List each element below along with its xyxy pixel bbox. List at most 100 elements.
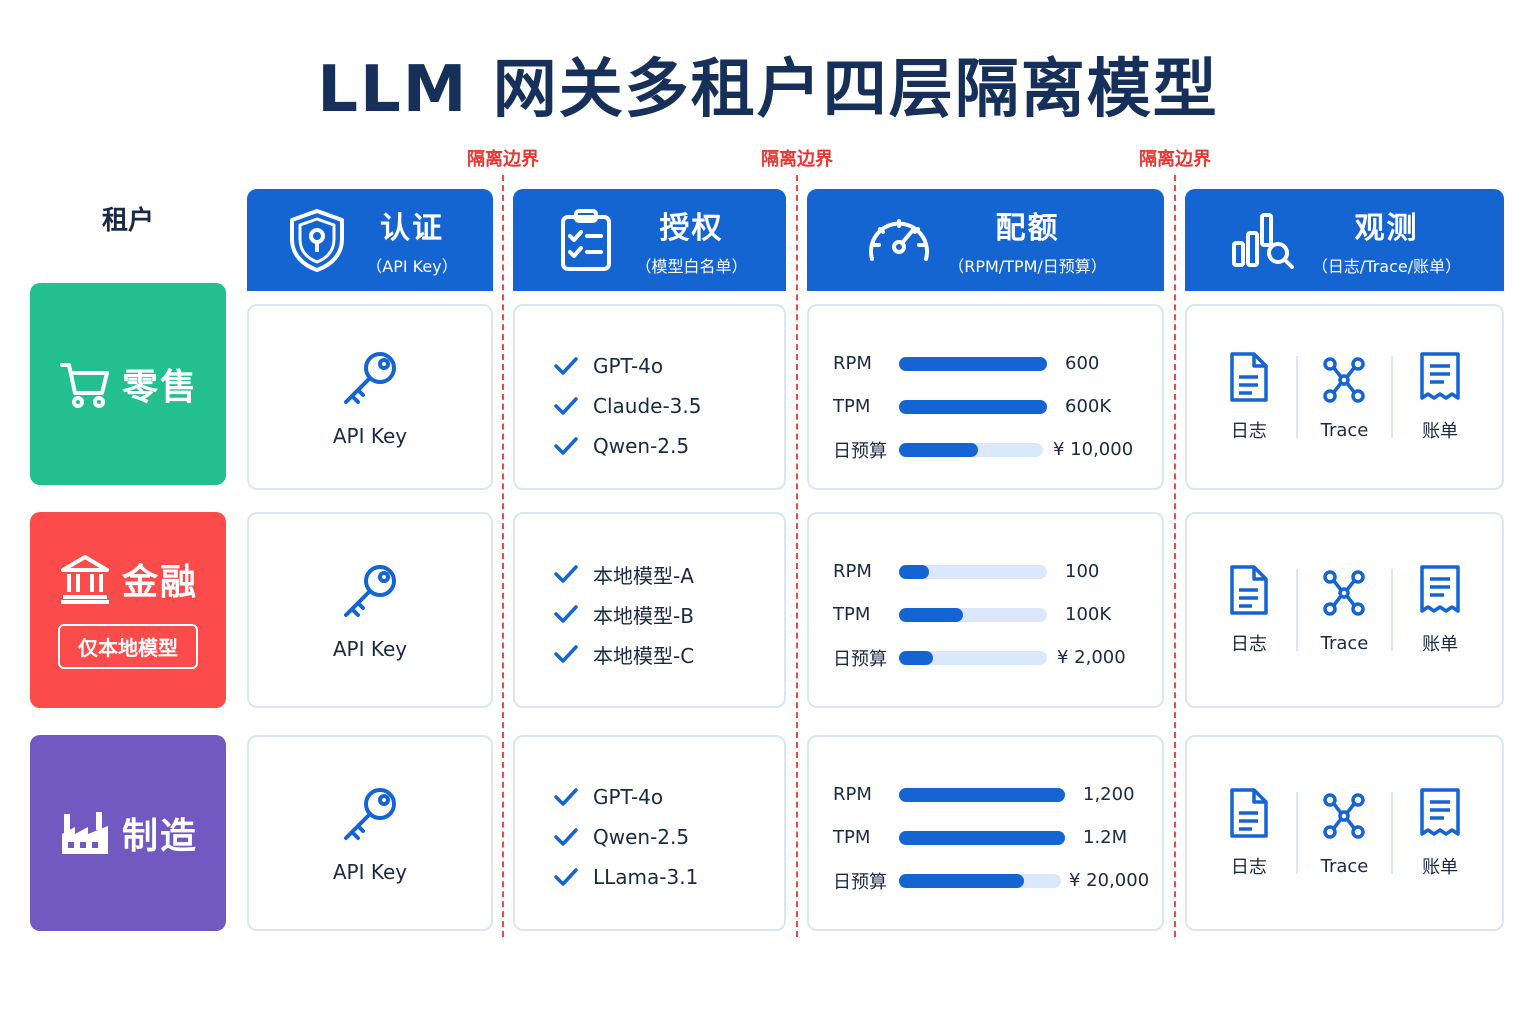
quota-value: 600: [1065, 353, 1100, 374]
quota-value: 1.2M: [1083, 827, 1128, 848]
checklist-icon: [561, 209, 612, 271]
divider: [1295, 356, 1298, 438]
tenant-card-finance[interactable]: 金融 仅本地模型: [30, 512, 226, 708]
model-item: GPT-4o: [553, 777, 698, 817]
boundary-label-1: 隔离边界: [467, 149, 539, 170]
model-item: 本地模型-A: [553, 554, 694, 594]
quota-row-budget: 日预算 ¥ 10,000: [833, 428, 1152, 471]
obs-item-bill[interactable]: 账单: [1395, 787, 1485, 879]
quota-bar-fill: [899, 564, 929, 579]
obs-item-log[interactable]: 日志: [1204, 787, 1294, 879]
model-item: Claude-3.5: [553, 386, 701, 426]
quota-bar-fill: [899, 356, 1047, 371]
page-title: LLM 网关多租户四层隔离模型: [317, 53, 1219, 127]
check-icon: [554, 437, 578, 455]
quota-bar-fill: [899, 650, 934, 665]
check-icon: [554, 605, 578, 623]
quota-row-rpm: RPM 100: [833, 550, 1152, 593]
trace-network-icon: [1323, 569, 1366, 616]
tenant-name-finance: 金融: [121, 561, 198, 603]
model-name: LLama-3.1: [593, 865, 699, 889]
quota-row-budget: 日预算 ¥ 2,000: [833, 636, 1152, 679]
authz-cell-finance: 本地模型-A 本地模型-B 本地模型-C: [513, 512, 786, 708]
authz-cell-retail: GPT-4o Claude-3.5 Qwen-2.5: [513, 304, 786, 490]
tenant-card-retail[interactable]: 零售: [30, 283, 226, 485]
obs-item-trace[interactable]: Trace: [1299, 567, 1389, 654]
model-name: GPT-4o: [593, 354, 664, 378]
model-item: 本地模型-C: [553, 634, 694, 674]
column-header-observe: 观测 （日志/Trace/账单）: [1185, 189, 1504, 291]
bank-icon: [60, 554, 109, 604]
column-title-authz: 授权: [659, 211, 724, 246]
auth-cell-finance: API Key: [247, 512, 493, 708]
trace-network-icon: [1323, 356, 1366, 403]
check-icon: [554, 397, 578, 415]
quota-row-tpm: TPM 1.2M: [833, 816, 1152, 859]
quota-value: 1,200: [1083, 784, 1135, 805]
key-icon: [344, 788, 396, 840]
obs-item-trace[interactable]: Trace: [1299, 790, 1389, 877]
document-icon: [1230, 565, 1268, 615]
divider: [1391, 792, 1394, 874]
observe-cell-manufacturing: 日志 Trace 账单: [1185, 735, 1504, 931]
quota-row-tpm: TPM 600K: [833, 385, 1152, 428]
obs-label: 账单: [1422, 634, 1459, 655]
model-name: 本地模型-B: [593, 603, 694, 628]
quota-bar-fill: [899, 607, 963, 622]
quota-label: 日预算: [833, 648, 887, 670]
model-name: 本地模型-A: [593, 563, 694, 588]
quota-value: 600K: [1065, 396, 1112, 417]
obs-item-log[interactable]: 日志: [1204, 564, 1294, 656]
shield-keyhole-icon: [290, 209, 345, 272]
key-icon: [344, 565, 396, 617]
key-icon: [344, 352, 396, 404]
column-title-auth: 认证: [379, 211, 444, 246]
quota-bar: [899, 650, 1047, 665]
divider: [1295, 792, 1298, 874]
shopping-cart-icon: [59, 363, 109, 408]
quota-row-rpm: RPM 600: [833, 342, 1152, 385]
api-key-label-retail: API Key: [332, 424, 408, 448]
local-only-badge: 仅本地模型: [58, 623, 198, 669]
quota-bar: [899, 830, 1065, 845]
check-icon: [554, 357, 578, 375]
obs-label: 账单: [1422, 857, 1459, 878]
quota-label: 日预算: [833, 871, 887, 893]
document-icon: [1230, 788, 1268, 838]
model-item: Qwen-2.5: [553, 817, 698, 857]
tenant-card-manufacturing[interactable]: 制造: [30, 735, 226, 931]
gauge-icon: [869, 219, 930, 261]
check-icon: [554, 868, 578, 886]
obs-item-log[interactable]: 日志: [1204, 351, 1294, 443]
api-key-label-finance: API Key: [332, 637, 408, 661]
tenant-column-header: 租户: [101, 206, 154, 236]
quota-cell-finance: RPM 100 TPM 100K 日预算 ¥ 2,000: [807, 512, 1164, 708]
boundary-line-2: [796, 175, 798, 937]
authz-cell-manufacturing: GPT-4o Qwen-2.5 LLama-3.1: [513, 735, 786, 931]
quota-bar: [899, 873, 1061, 888]
quota-bar: [899, 607, 1047, 622]
column-subtitle-observe: （日志/Trace/账单）: [1311, 257, 1462, 276]
obs-item-bill[interactable]: 账单: [1395, 351, 1485, 443]
obs-label: 日志: [1230, 421, 1267, 442]
model-item: Qwen-2.5: [553, 426, 701, 466]
quota-row-tpm: TPM 100K: [833, 593, 1152, 636]
obs-item-trace[interactable]: Trace: [1299, 354, 1389, 441]
column-subtitle-quota: （RPM/TPM/日预算）: [948, 257, 1107, 276]
quota-value: 100: [1065, 561, 1100, 582]
obs-item-bill[interactable]: 账单: [1395, 564, 1485, 656]
obs-label: 日志: [1230, 634, 1267, 655]
quota-value: 100K: [1065, 604, 1112, 625]
column-subtitle-auth: （API Key）: [366, 257, 458, 276]
boundary-line-3: [1174, 175, 1176, 937]
model-name: Qwen-2.5: [593, 434, 690, 458]
obs-label: 日志: [1230, 857, 1267, 878]
auth-cell-retail: API Key: [247, 304, 493, 490]
boundary-label-2: 隔离边界: [761, 149, 833, 170]
api-key-label-manufacturing: API Key: [332, 860, 408, 884]
quota-bar: [899, 787, 1065, 802]
boundary-line-1: [502, 175, 504, 937]
tenant-name-retail: 零售: [121, 367, 198, 408]
quota-cell-retail: RPM 600 TPM 600K 日预算 ¥ 10,000: [807, 304, 1164, 490]
model-name: GPT-4o: [593, 785, 664, 809]
